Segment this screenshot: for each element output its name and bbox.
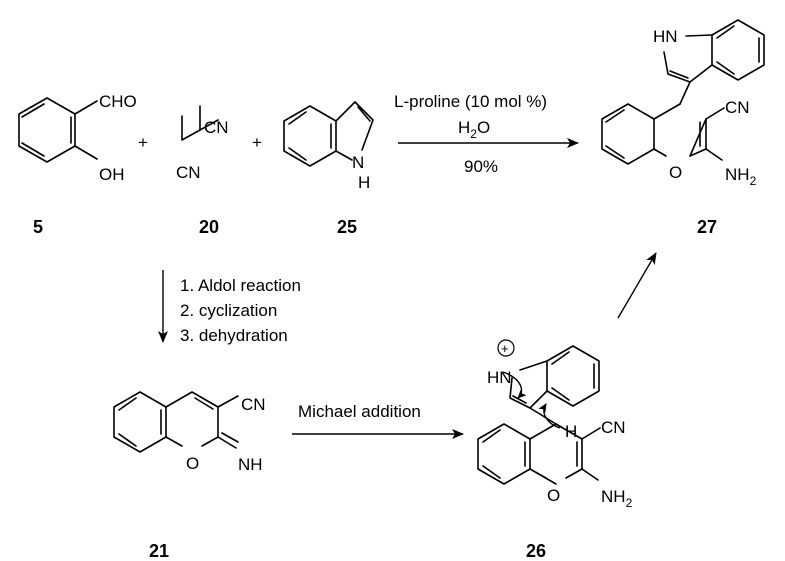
compound-21-structure: CN O NH <box>113 391 266 474</box>
step-aldol-label: 1. Aldol reaction <box>180 276 301 295</box>
electron-push-arrow-1 <box>502 371 527 399</box>
plus-sign-1: + <box>138 133 148 152</box>
compound-number-5: 5 <box>33 217 43 237</box>
compound-number-25: 25 <box>337 217 357 237</box>
indole-hn-label: HN <box>653 27 678 46</box>
step-dehydration-label: 3. dehydration <box>180 326 288 345</box>
yield-label: 90% <box>464 157 498 176</box>
intermediate-o-label: O <box>547 486 560 505</box>
michael-addition-label: Michael addition <box>298 402 421 421</box>
chromene-o-label: O <box>186 454 199 473</box>
nitrile-label-upper: CN <box>204 118 229 137</box>
proton-transfer-arrow <box>617 252 657 319</box>
indole-n-label: N <box>352 153 364 172</box>
nitrile-label-lower: CN <box>176 163 201 182</box>
intermediate-nh2-label: NH2 <box>601 487 633 510</box>
hydroxyl-label: OH <box>99 165 125 184</box>
compound-25-structure: N H <box>283 101 374 192</box>
solvent-label: H2O <box>458 118 490 141</box>
compound-number-27: 27 <box>697 217 717 237</box>
aldehyde-label: CHO <box>99 92 137 111</box>
intermediate-cn-label: CN <box>601 418 626 437</box>
step-cyclization-label: 2. cyclization <box>180 301 277 320</box>
compound-number-21: 21 <box>149 541 169 561</box>
migrating-h-label: H <box>565 422 577 441</box>
compound-26-structure: HN + H CN O NH2 <box>477 339 633 510</box>
product-o-label: O <box>669 163 682 182</box>
compound-number-26: 26 <box>526 541 546 561</box>
compound-5-structure: CHO OH <box>18 92 137 184</box>
product-cn-label: CN <box>725 98 750 117</box>
catalyst-label: L-proline (10 mol %) <box>394 92 547 111</box>
positive-charge-circle <box>497 339 515 357</box>
chromene-cn-label: CN <box>241 395 266 414</box>
product-nh2-label: NH2 <box>725 165 757 188</box>
plus-sign-2: + <box>252 133 262 152</box>
compound-number-20: 20 <box>199 217 219 237</box>
chromene-nh-label: NH <box>238 455 263 474</box>
indolium-hn-label: HN <box>487 368 512 387</box>
compound-20-structure: CN CN <box>176 105 229 182</box>
indole-h-label: H <box>358 173 370 192</box>
compound-27-structure: HN CN O NH2 <box>601 19 765 188</box>
positive-charge-sign: + <box>501 341 509 356</box>
